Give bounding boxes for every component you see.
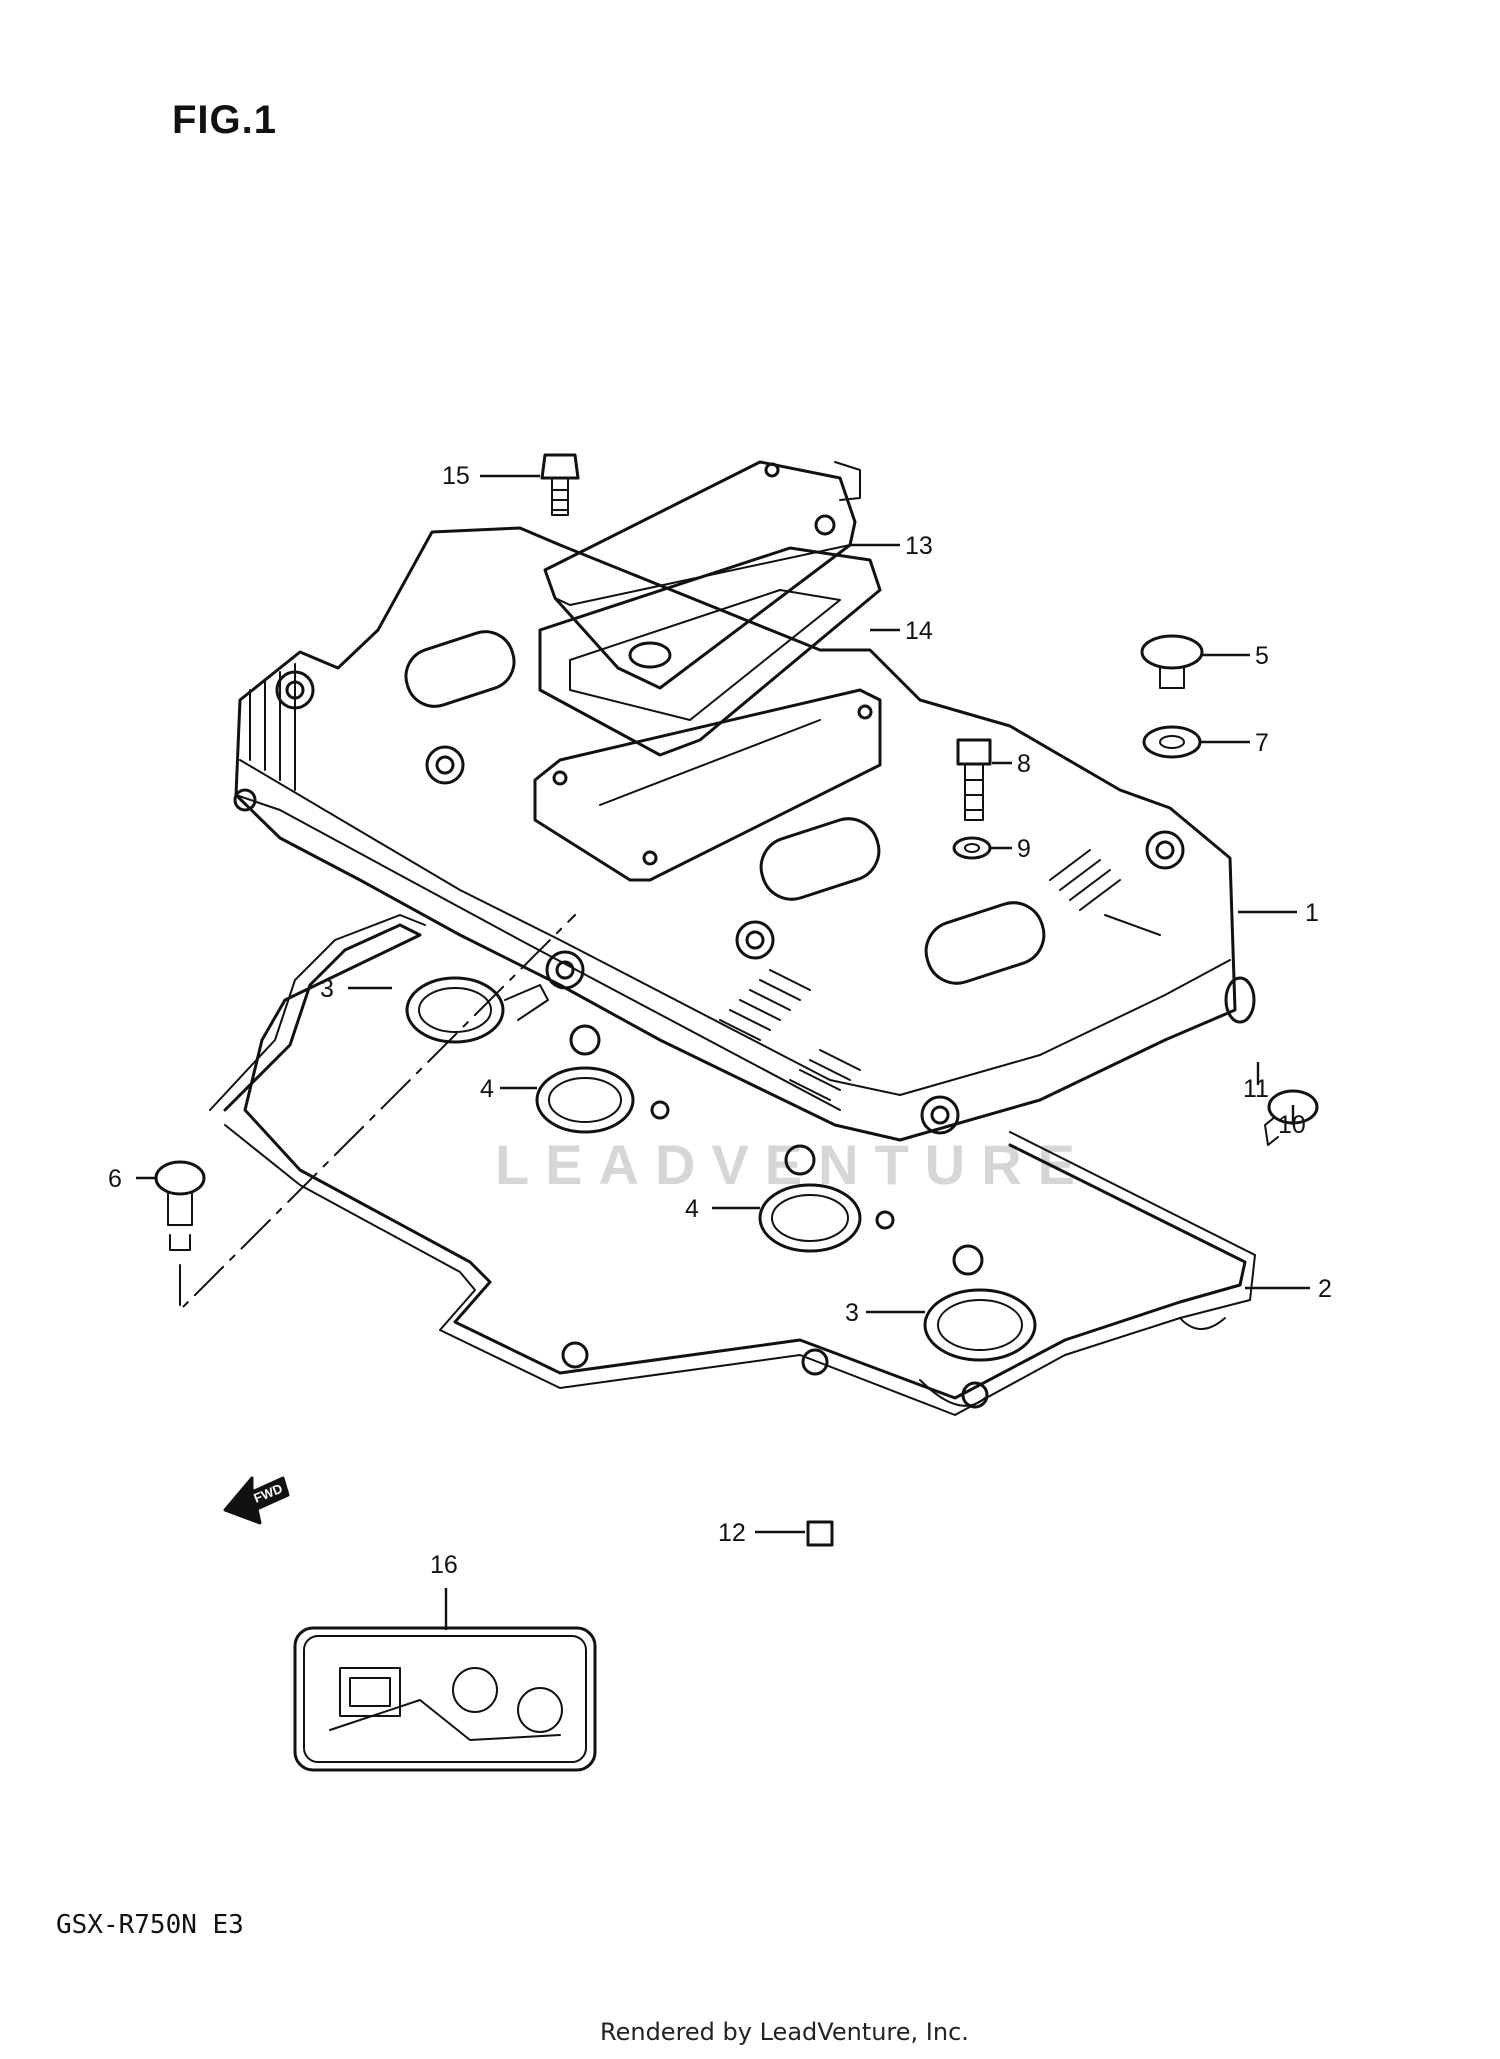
footer-credit: Rendered by LeadVenture, Inc. xyxy=(600,2018,969,2046)
watermark: LEADVENTURE xyxy=(495,1133,1092,1196)
callout-11: 11 xyxy=(1243,1075,1269,1103)
gasket-set-package xyxy=(293,1626,597,1772)
callout-13: 13 xyxy=(905,532,933,560)
callout-4-lower: 4 xyxy=(685,1195,699,1223)
callout-9: 9 xyxy=(1017,835,1031,863)
cylinder-head-cover xyxy=(233,526,1237,1142)
callout-15: 15 xyxy=(442,462,470,490)
breather-gasket xyxy=(538,546,882,757)
fwd-arrow-icon: FWD xyxy=(223,1476,290,1525)
callout-3-upper: 3 xyxy=(320,975,334,1003)
callout-3-lower: 3 xyxy=(845,1299,859,1327)
model-code: GSX-R750N E3 xyxy=(56,1910,244,1940)
callout-8: 8 xyxy=(1017,750,1031,778)
callout-6: 6 xyxy=(108,1165,122,1193)
callout-1: 1 xyxy=(1305,899,1319,927)
head-cover-gasket xyxy=(209,914,1256,1416)
callout-14: 14 xyxy=(905,617,933,645)
plug-gaskets xyxy=(405,976,1037,1362)
callout-12: 12 xyxy=(718,1519,746,1547)
figure-title: FIG.1 xyxy=(172,98,278,142)
callout-5: 5 xyxy=(1255,642,1269,670)
callout-labels: 15 13 14 5 7 8 9 1 3 11 10 4 6 4 2 3 12 … xyxy=(108,462,1332,1579)
callout-leaders xyxy=(136,474,1310,1630)
callout-7: 7 xyxy=(1255,729,1269,757)
callout-10: 10 xyxy=(1278,1111,1306,1139)
reference-line xyxy=(179,914,576,1311)
callout-16: 16 xyxy=(430,1551,458,1579)
callout-4-upper: 4 xyxy=(480,1075,494,1103)
callout-2: 2 xyxy=(1318,1275,1332,1303)
breather-cover xyxy=(543,460,861,690)
